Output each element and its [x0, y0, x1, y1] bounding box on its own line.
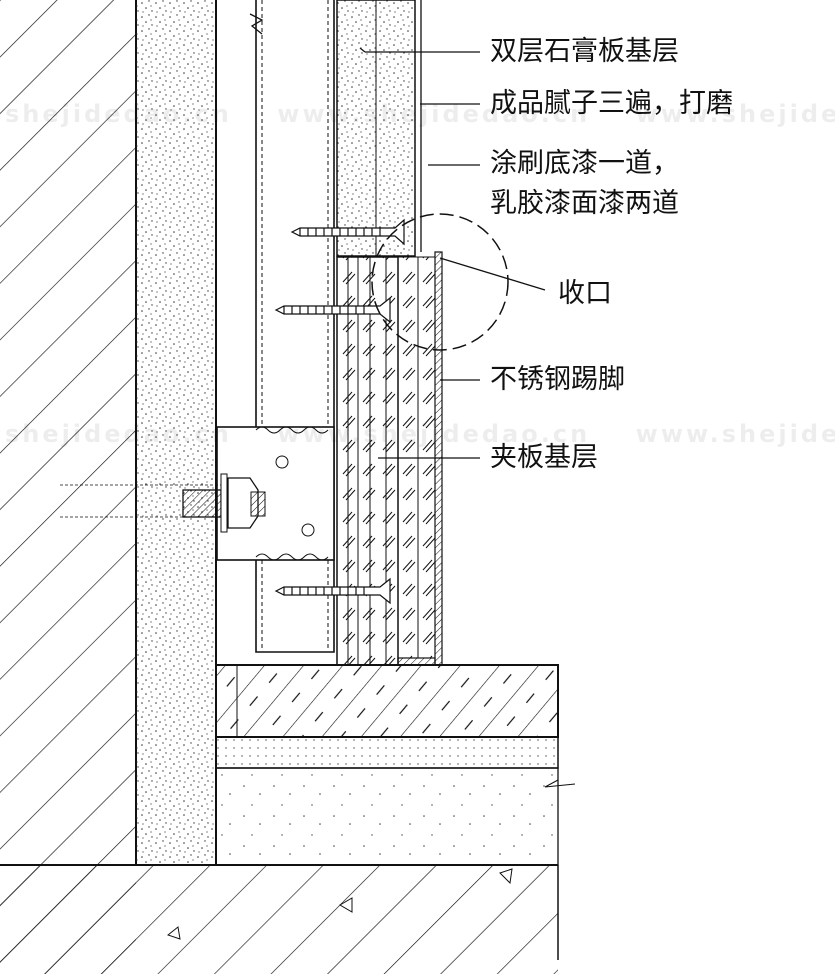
label-gypsum-base: 双层石膏板基层 [490, 36, 679, 67]
label-primer: 涂刷底漆一道， [490, 148, 679, 179]
label-plywood-base: 夹板基层 [490, 442, 598, 473]
detail-circle [371, 213, 509, 351]
gypsum-board [336, 0, 422, 257]
watermark: shejidedao.cn www.shejidedao.cn www.shej… [5, 420, 835, 448]
screws [274, 218, 405, 605]
label-putty: 成品腻子三遍，打磨 [490, 88, 733, 119]
label-stainless-skirting: 不锈钢踢脚 [490, 364, 625, 395]
label-latex-paint: 乳胶漆面漆两道 [490, 188, 679, 219]
expansion-bolt [60, 473, 266, 533]
screw [274, 577, 391, 605]
structural-wall [0, 0, 137, 974]
screw [290, 218, 405, 246]
leader-lines [359, 47, 546, 459]
watermark: shejidedao.cn www.shejidedao.cn www.shej… [5, 100, 835, 128]
floor-build-up [0, 664, 576, 974]
screw [274, 296, 391, 324]
plaster-layer [136, 0, 217, 865]
label-closing-edge: 收口 [558, 278, 612, 309]
